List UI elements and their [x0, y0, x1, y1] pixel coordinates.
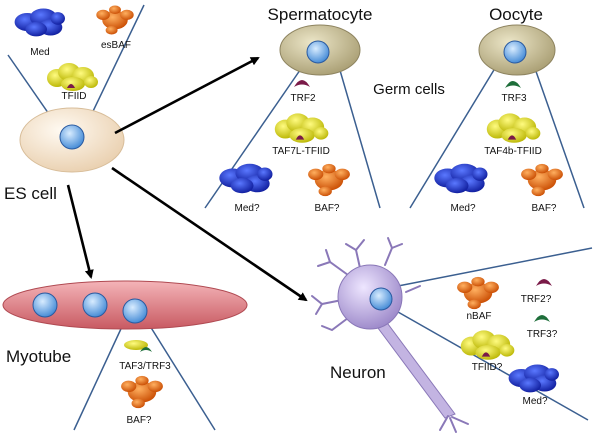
- spermatocyte-trf2-label: TRF2: [291, 93, 316, 104]
- neuron-trf3-label: TRF3?: [527, 329, 558, 340]
- neuron-trf2-icon: [536, 279, 552, 286]
- oocyte-med-label: Med?: [450, 203, 475, 214]
- oocyte-nucleus: [503, 40, 527, 64]
- germ-cells-label: Germ cells: [373, 81, 445, 98]
- es-mediator-complex-icon: [14, 8, 66, 37]
- spermatocyte-med-label: Med?: [234, 203, 259, 214]
- myotube-baf-label: BAF?: [126, 415, 151, 426]
- spermatocyte-nucleus: [306, 40, 330, 64]
- neuron-nbaf-icon: [457, 276, 499, 310]
- spermatocyte-taf7l-tfiid-icon: [274, 113, 329, 143]
- oocyte-taf4b-tfiid-label: TAF4b-TFIID: [484, 146, 542, 157]
- oocyte-trf3-icon: [505, 81, 521, 88]
- oocyte-label: Oocyte: [489, 5, 543, 24]
- neuron-callout: [397, 247, 593, 421]
- neuron-nbaf-label: nBAF: [466, 311, 491, 322]
- es-tfiid-label: TFIID: [62, 91, 87, 102]
- spermatocyte-taf7l-tfiid-label: TAF7L-TFIID: [272, 146, 330, 157]
- oocyte-callout: [409, 59, 585, 209]
- myotube-label: Myotube: [6, 347, 71, 366]
- neuron-axon: [371, 315, 469, 433]
- es-esbaf-label: esBAF: [101, 40, 131, 51]
- oocyte-trf3-label: TRF3: [502, 93, 527, 104]
- es-cell-label: ES cell: [4, 184, 57, 203]
- es-esbaf-complex-icon: [96, 5, 134, 35]
- spermatocyte-baf-icon: [308, 163, 350, 197]
- myotube-taf3-trf3-label: TAF3/TRF3: [119, 361, 171, 372]
- neuron-tfiid-label: TFIID?: [472, 362, 503, 373]
- spermatocyte-label: Spermatocyte: [268, 5, 373, 24]
- myotube-nucleus-3: [122, 298, 148, 324]
- neuron-tfiid-icon: [460, 330, 515, 360]
- neuron-label: Neuron: [330, 363, 386, 382]
- spermatocyte-trf2-icon: [294, 80, 310, 87]
- myotube-nucleus-1: [32, 292, 58, 318]
- myotube-callout: [73, 317, 216, 431]
- es-nucleus: [59, 124, 85, 150]
- neuron-dendrites: [311, 237, 421, 332]
- myotube-taf3-trf3-icon: [124, 340, 152, 352]
- arrow-to-neuron: [111, 166, 308, 302]
- arrow-to-myotube: [66, 184, 94, 279]
- neuron-trf2-label: TRF2?: [521, 294, 552, 305]
- spermatocyte-mediator-icon: [219, 163, 273, 194]
- oocyte-taf4b-tfiid-icon: [486, 113, 541, 143]
- neuron-mediator-icon: [508, 364, 559, 393]
- oocyte-baf-icon: [521, 163, 563, 197]
- myotube-nucleus-2: [82, 292, 108, 318]
- myotube-baf-icon: [121, 375, 163, 409]
- spermatocyte-baf-label: BAF?: [314, 203, 339, 214]
- oocyte-mediator-icon: [434, 163, 488, 194]
- es-tfiid-complex-icon: [47, 63, 98, 91]
- arrow-to-spermatocyte: [114, 56, 260, 135]
- neuron-trf3-icon: [534, 315, 550, 322]
- neuron-nucleus: [369, 287, 393, 311]
- oocyte-baf-label: BAF?: [531, 203, 556, 214]
- es-med-label: Med: [30, 47, 49, 58]
- neuron-med-label: Med?: [522, 396, 547, 407]
